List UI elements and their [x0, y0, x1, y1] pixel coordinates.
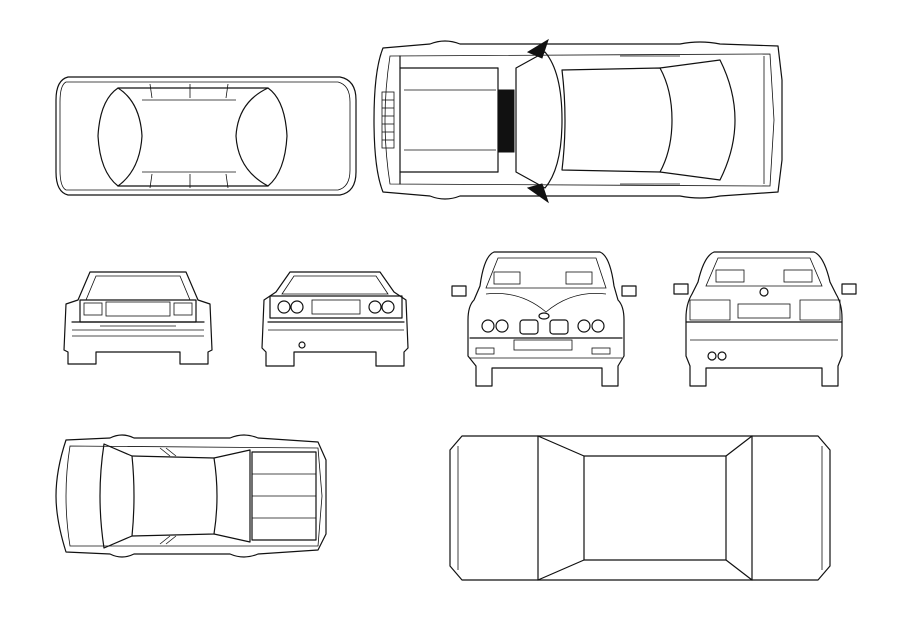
hatchback-top-view — [55, 434, 327, 558]
van-top-view — [449, 435, 831, 581]
sedan-front-view — [451, 251, 637, 387]
sedan-rear-view — [673, 251, 857, 387]
sports-car-top-view — [373, 38, 783, 204]
sedan-top-view — [55, 76, 357, 196]
coupe-front-view — [63, 271, 213, 365]
coupe-rear-view — [261, 271, 409, 367]
